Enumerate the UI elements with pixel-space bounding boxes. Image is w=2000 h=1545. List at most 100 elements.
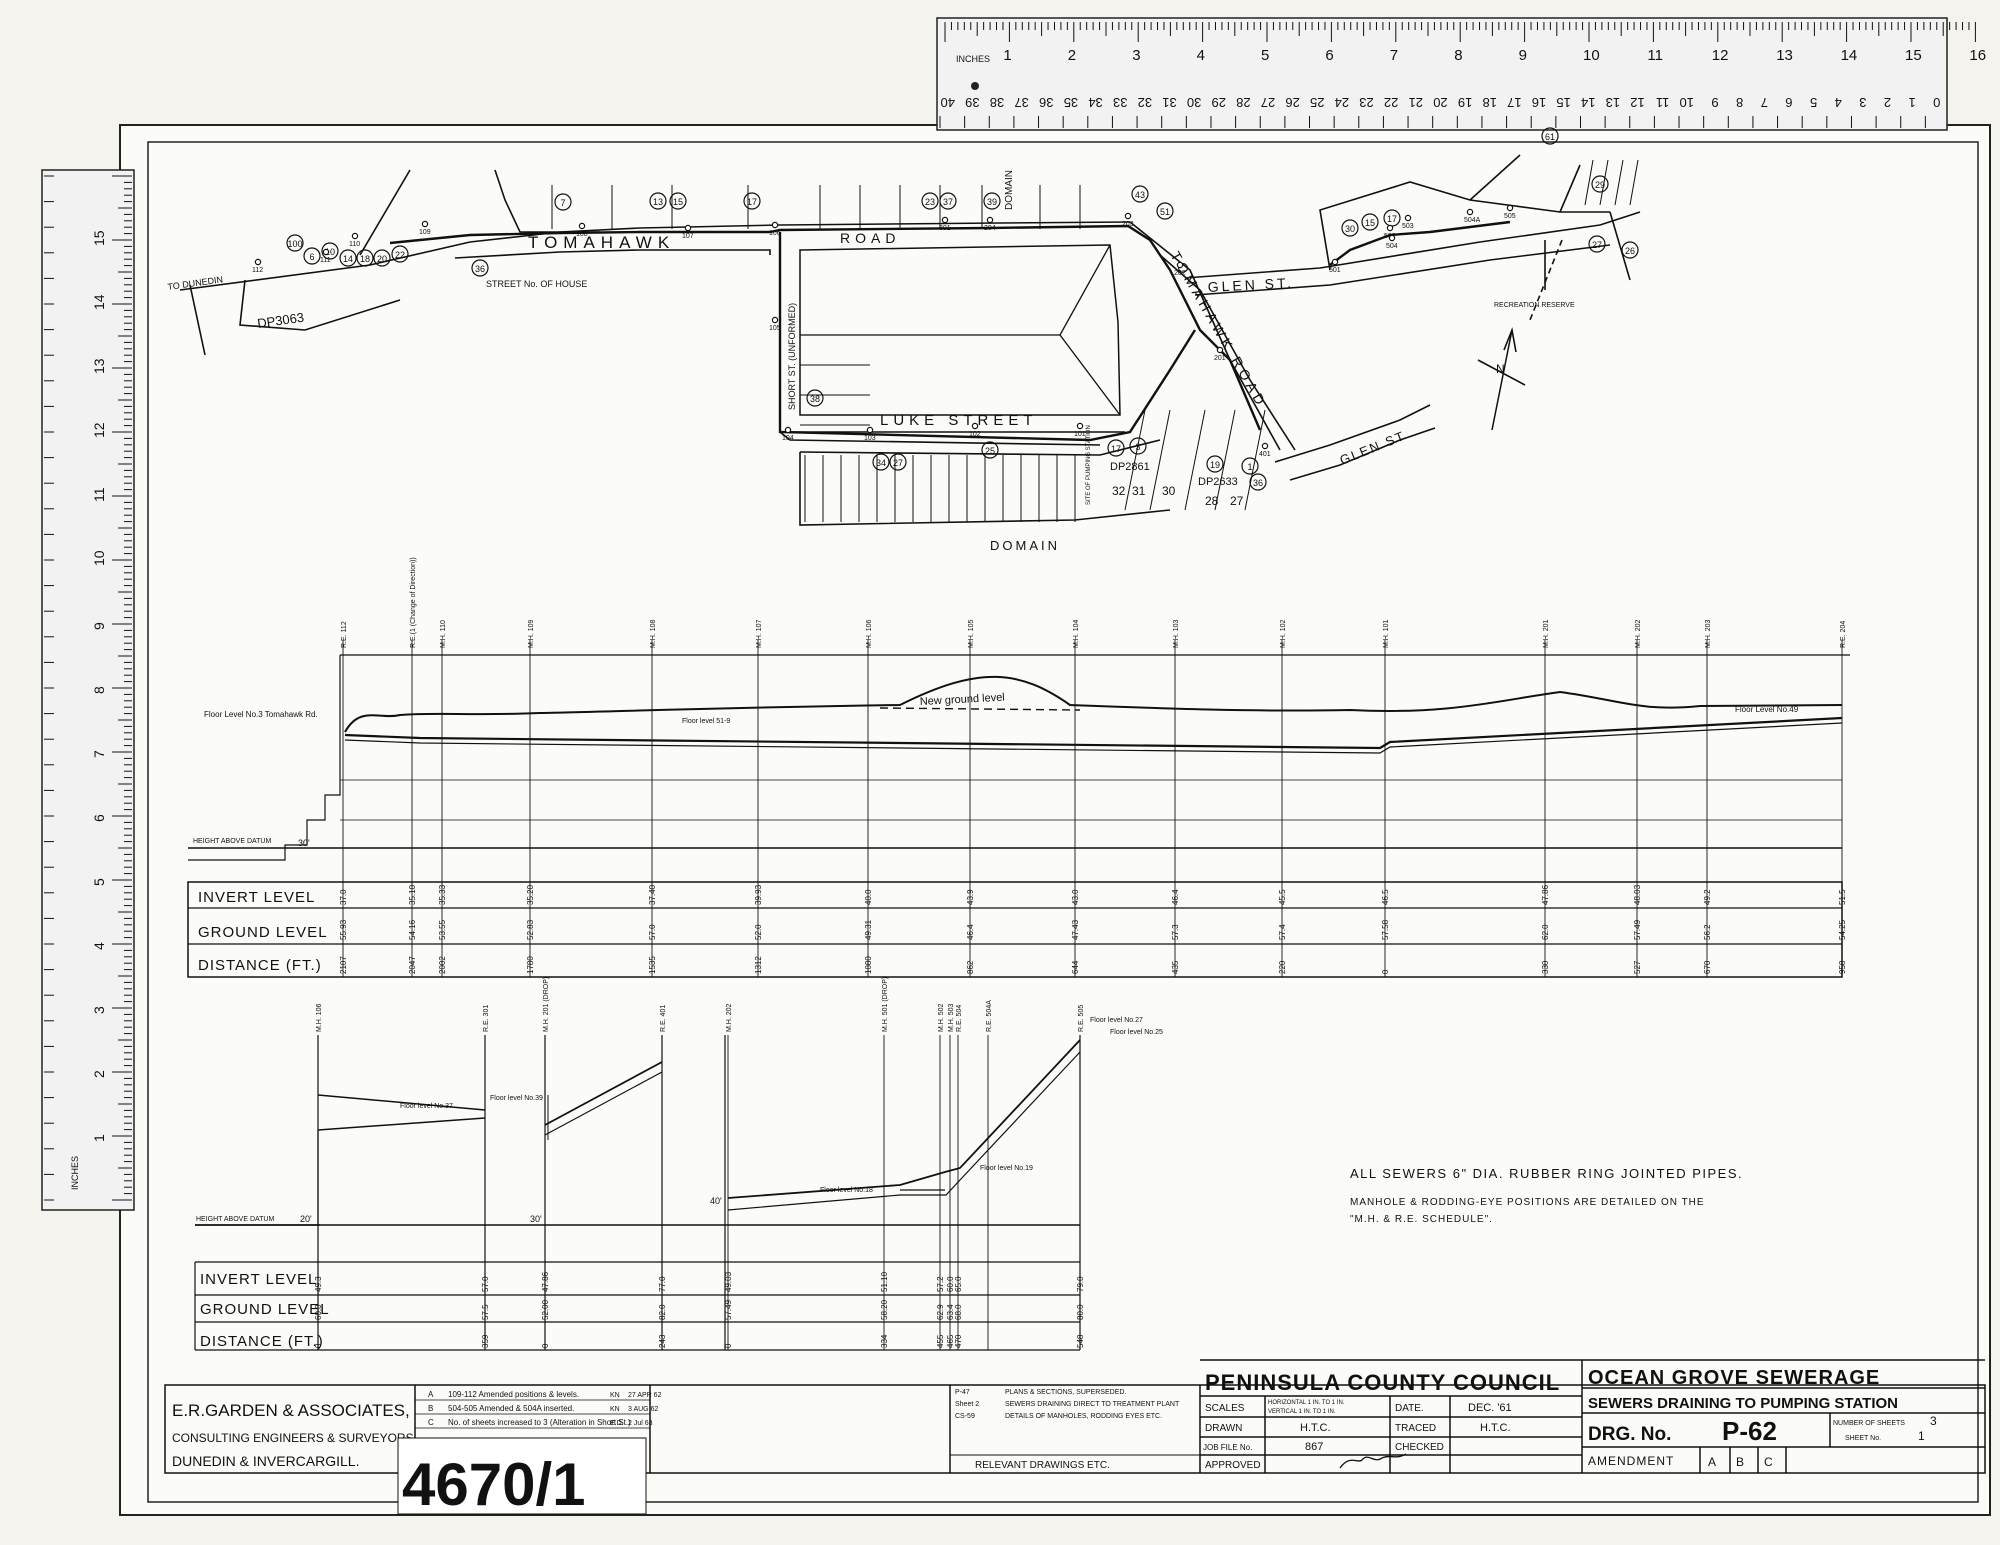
relevant-ref: Sheet 2 xyxy=(955,1401,979,1408)
ruler-inch-number: 7 xyxy=(91,750,107,758)
manhole-number: 204 xyxy=(984,225,996,232)
general-notes: ALL SEWERS 6" DIA. RUBBER RING JOINTED P… xyxy=(1350,1166,1743,1225)
house-number-circle xyxy=(339,249,357,267)
svg-text:NUMBER OF SHEETS: NUMBER OF SHEETS xyxy=(1833,1420,1905,1427)
profile-main-text: Floor Level No.3 Tomahawk Rd. Floor leve… xyxy=(193,557,1847,974)
profile-value: 43.0 xyxy=(1071,889,1080,905)
drawing-number: P-62 xyxy=(1722,1416,1777,1446)
station-label: M.H. 103 xyxy=(1173,619,1180,648)
profile-value: 46.5 xyxy=(1381,889,1390,905)
profile-value: 455 xyxy=(936,1334,945,1348)
svg-text:867: 867 xyxy=(1305,1441,1323,1453)
lot-number: 31 xyxy=(1132,484,1146,498)
relevant-ref: P-47 xyxy=(955,1389,970,1396)
profile-value: 548 xyxy=(1076,1334,1085,1348)
manhole-number: 112 xyxy=(252,267,263,274)
manhole-marker xyxy=(771,221,779,229)
house-number-circle xyxy=(939,192,957,210)
lot-number: 27 xyxy=(1230,494,1244,508)
station-label: M.H. 501 (DROP) xyxy=(882,977,889,1032)
ruler-cm-number: 29 xyxy=(1212,95,1226,110)
label-dp2861: DP2861 xyxy=(1110,461,1150,473)
house-number-circle xyxy=(1341,219,1359,237)
manhole-marker xyxy=(1386,224,1394,232)
house-number-circle xyxy=(1591,175,1609,193)
amendment-box-letter: C xyxy=(1764,1455,1773,1469)
profile-value: 1780 xyxy=(526,956,535,974)
profile-value: 57.5 xyxy=(481,1304,490,1320)
ruler-cm-number: 32 xyxy=(1138,95,1152,110)
small-invert-row-label: INVERT LEVEL xyxy=(200,1271,317,1288)
amendment-text: 109-112 Amended positions & levels. xyxy=(448,1390,579,1399)
ruler-inch-number: 6 xyxy=(1325,47,1333,64)
lot-boundary xyxy=(1584,159,1594,206)
profile-value: 2002 xyxy=(438,956,447,974)
ruler-inch-number: 4 xyxy=(91,942,107,950)
label-pumping-site: SITE OF PUMPING STATION xyxy=(1086,425,1092,505)
ruler-cm-number: 15 xyxy=(1556,95,1570,110)
svg-text:New ground level: New ground level xyxy=(920,692,1006,708)
house-number-circle xyxy=(373,249,391,267)
svg-text:DATE.: DATE. xyxy=(1395,1403,1424,1414)
profile-value: 57.49 xyxy=(724,1299,733,1320)
ruler-cm-number: 7 xyxy=(1761,95,1768,110)
ruler-cm-number: 3 xyxy=(1859,95,1866,110)
lot-boundary xyxy=(1149,409,1171,511)
manhole-marker xyxy=(684,224,692,232)
lot-number: 32 xyxy=(1112,484,1126,498)
ruler-cm-number: 1 xyxy=(1908,95,1915,110)
main-distance-row-label: DISTANCE (FT.) xyxy=(198,957,322,974)
station-label: R.E.(1 (Change of Direction)) xyxy=(410,557,417,648)
profile-value: 48.03 xyxy=(1633,884,1642,905)
house-number-circle xyxy=(1361,213,1379,231)
svg-text:VERTICAL 1 IN. TO 1 IN.: VERTICAL 1 IN. TO 1 IN. xyxy=(1268,1409,1336,1415)
profile-value: 57.0 xyxy=(481,1276,490,1292)
manhole-marker xyxy=(1261,442,1269,450)
house-number-circle xyxy=(872,453,890,471)
manhole-marker xyxy=(254,258,262,266)
manhole-marker xyxy=(351,232,359,240)
profile-value: 0 xyxy=(314,1343,323,1348)
svg-text:JOB FILE No.: JOB FILE No. xyxy=(1203,1443,1252,1452)
house-number: 15 xyxy=(673,197,683,207)
manhole-number: 102 xyxy=(969,431,981,438)
house-number-circle xyxy=(981,441,999,459)
profile-value: 79.0 xyxy=(1076,1276,1085,1292)
council-name: PENINSULA COUNTY COUNCIL xyxy=(1205,1370,1560,1395)
house-number: 27 xyxy=(1592,240,1602,250)
ruler-cm-number: 26 xyxy=(1285,95,1299,110)
svg-text:DRG. No.: DRG. No. xyxy=(1588,1424,1671,1445)
manhole-number: 504 xyxy=(1386,243,1398,250)
manhole-marker xyxy=(1466,208,1474,216)
ruler-inch-number: 15 xyxy=(91,230,107,246)
ruler-inch-number: 12 xyxy=(1712,47,1729,64)
note-line-1: ALL SEWERS 6" DIA. RUBBER RING JOINTED P… xyxy=(1350,1166,1743,1181)
profile-value: 35.33 xyxy=(438,884,447,905)
file-number-stamp: 4670/1 xyxy=(402,1451,586,1518)
profile-value: 82.0 xyxy=(658,1304,667,1320)
station-label: R.E. 112 xyxy=(341,621,348,648)
svg-text:AMENDMENT: AMENDMENT xyxy=(1588,1454,1674,1468)
profile-value: 0 xyxy=(1381,969,1390,974)
main-ground-row-label: GROUND LEVEL xyxy=(198,924,328,941)
profile-value: 1080 xyxy=(864,956,873,974)
house-number: 18 xyxy=(360,254,370,264)
house-number: 25 xyxy=(985,446,995,456)
profile-value: 52.00 xyxy=(541,1299,550,1320)
station-label: R.E. 504A xyxy=(986,1000,993,1032)
manhole-marker xyxy=(421,220,429,228)
profile-value: 49.03 xyxy=(724,1271,733,1292)
ground-line xyxy=(344,675,1843,733)
profile-value: 0 xyxy=(541,1343,550,1348)
firm-line-2: CONSULTING ENGINEERS & SURVEYORS xyxy=(172,1431,414,1445)
ruler-inch-number: 5 xyxy=(91,878,107,886)
manhole-marker xyxy=(322,248,330,256)
profile-value: 57.58 xyxy=(1381,919,1390,940)
profile-value: 53.55 xyxy=(438,919,447,940)
ruler-inch-number: 5 xyxy=(1261,47,1269,64)
label-tomahawk: TOMAHAWK xyxy=(528,233,675,252)
ruler-inch-number: 8 xyxy=(1454,47,1462,64)
label-glen-st: GLEN ST. xyxy=(1207,275,1294,295)
lot-boundary xyxy=(1599,159,1609,206)
svg-text:DRAWN: DRAWN xyxy=(1205,1423,1242,1434)
